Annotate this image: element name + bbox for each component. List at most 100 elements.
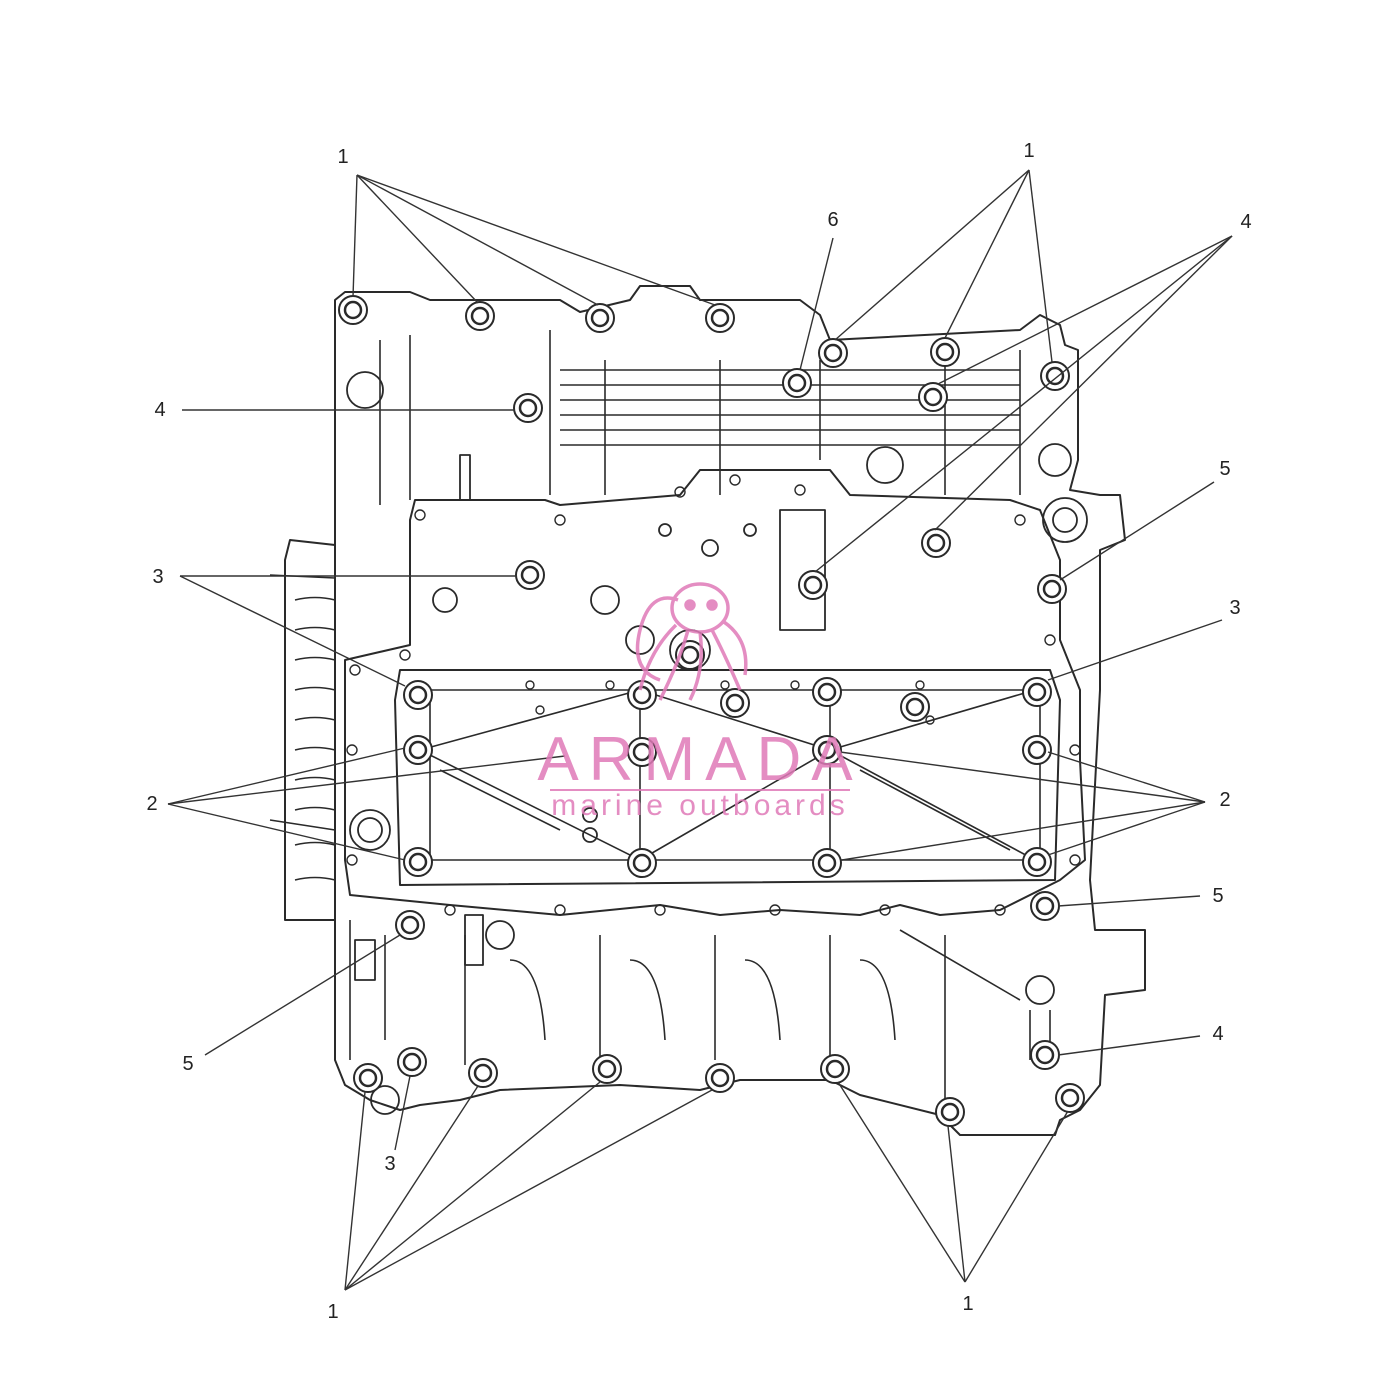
- bolt-head: [403, 735, 433, 765]
- callout-labels: 1 1 6 4 4 5 3 3 2 2 5 4 5 3 1 1: [146, 140, 1251, 1323]
- leader-line: [1047, 801, 1206, 856]
- leader-line: [344, 1091, 366, 1291]
- upper-housing-outline: [334, 285, 1146, 1136]
- leader-line: [1057, 1035, 1201, 1056]
- bolt-head: [935, 1097, 965, 1127]
- watermark: ARMADA marine outboards: [537, 582, 862, 822]
- cross-braces: [419, 689, 1036, 861]
- leader-line: [344, 1081, 601, 1291]
- callout-3-bottom: 3: [384, 1153, 395, 1175]
- left-bellows: [284, 539, 336, 921]
- lower-oil-pan-ribs: [349, 920, 1051, 1100]
- leader-line: [841, 801, 1206, 861]
- bolt-head: [782, 368, 812, 398]
- leader-line: [1059, 481, 1215, 581]
- bolt-head: [1040, 361, 1070, 391]
- leader-line: [964, 1110, 1069, 1283]
- bolt-head: [403, 680, 433, 710]
- bolt-head: [812, 735, 842, 765]
- crankcase-drawing: [269, 285, 1146, 1136]
- bolt-head: [798, 570, 828, 600]
- leader-line: [204, 934, 401, 1056]
- callout-1-bottom-right: 1: [962, 1293, 973, 1315]
- leader-line: [1057, 895, 1201, 907]
- leader-line: [1047, 751, 1206, 803]
- leader-line: [356, 174, 479, 304]
- bolt-head: [338, 295, 368, 325]
- callout-5-lower-right: 5: [1212, 885, 1223, 907]
- bolt-head: [705, 303, 735, 333]
- bolt-head: [921, 528, 951, 558]
- watermark-tagline: marine outboards: [551, 789, 848, 822]
- bolt-head: [1022, 735, 1052, 765]
- leader-line: [944, 169, 1030, 339]
- leader-line: [344, 1085, 479, 1291]
- leader-line: [167, 747, 406, 805]
- bolt-head: [705, 1063, 735, 1093]
- callout-6: 6: [827, 209, 838, 231]
- bolt-head: [812, 677, 842, 707]
- bolt-head: [812, 848, 842, 878]
- bearing-cap-frame: [394, 669, 1061, 886]
- bolt-head: [627, 848, 657, 878]
- leader-line: [1047, 619, 1223, 681]
- leader-lines: [167, 169, 1233, 1291]
- bolt-head: [818, 338, 848, 368]
- leader-line: [937, 235, 1233, 385]
- leader-line: [837, 1081, 966, 1283]
- callout-1-top-left: 1: [337, 146, 348, 168]
- bolt-head: [592, 1054, 622, 1084]
- bellows-ribs: [269, 574, 336, 881]
- leader-line: [167, 755, 566, 805]
- callout-2-left: 2: [146, 793, 157, 815]
- callout-5-left: 5: [182, 1053, 193, 1075]
- leader-line: [839, 751, 1206, 803]
- leader-line: [799, 237, 834, 371]
- watermark-brand: ARMADA: [537, 725, 862, 794]
- callout-4-top-right: 4: [1240, 211, 1251, 233]
- callout-2-right: 2: [1219, 789, 1230, 811]
- leader-line: [356, 174, 716, 306]
- leader-line: [179, 575, 406, 687]
- callout-1-bottom-left: 1: [327, 1301, 338, 1323]
- bolt-head: [720, 688, 750, 718]
- leader-line: [344, 1089, 713, 1291]
- bolt-head: [585, 303, 615, 333]
- leader-line: [352, 174, 358, 298]
- decorative-bosses: [346, 371, 1088, 1115]
- bolt-head: [1030, 1040, 1060, 1070]
- bolt-head: [627, 737, 657, 767]
- bolt-head: [465, 301, 495, 331]
- callout-3-left: 3: [152, 566, 163, 588]
- bolt-head: [675, 640, 705, 670]
- bolt-head: [918, 382, 948, 412]
- leader-line: [934, 235, 1233, 531]
- leader-line: [834, 169, 1030, 341]
- top-cooling-fins: [379, 330, 1021, 505]
- octopus-logo-icon: [635, 582, 748, 701]
- gasket-rivets: [346, 474, 1081, 916]
- leader-line: [394, 1075, 411, 1151]
- bolt-head: [1030, 891, 1060, 921]
- leader-line: [947, 1125, 966, 1283]
- bolt-head: [403, 847, 433, 877]
- leader-line: [1028, 169, 1053, 363]
- bolt-head: [820, 1054, 850, 1084]
- bolt-head: [513, 393, 543, 423]
- bolt-set: [338, 295, 1085, 1127]
- bolt-head: [1055, 1083, 1085, 1113]
- bolt-head: [468, 1058, 498, 1088]
- bolt-head: [900, 692, 930, 722]
- bolt-head: [1022, 847, 1052, 877]
- leader-line: [356, 174, 599, 306]
- bolt-head: [1022, 677, 1052, 707]
- leader-line: [814, 235, 1233, 573]
- leader-line: [167, 803, 406, 861]
- callout-1-top-right: 1: [1023, 140, 1034, 162]
- bolt-head: [397, 1047, 427, 1077]
- callout-5-right: 5: [1219, 458, 1230, 480]
- gasket-plate: [344, 469, 1086, 916]
- callout-4-left: 4: [154, 399, 165, 421]
- bolt-head: [1037, 574, 1067, 604]
